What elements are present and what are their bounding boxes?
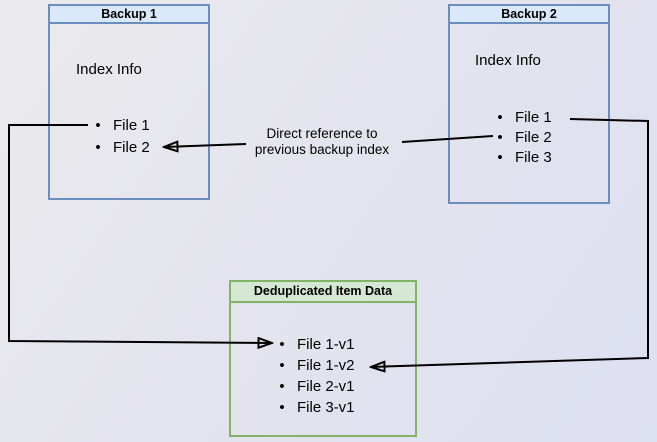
- list-item-label: File 1: [113, 116, 150, 134]
- bullet-icon: •: [279, 378, 285, 395]
- bullet-icon: •: [497, 148, 503, 166]
- bullet-icon: •: [497, 108, 503, 126]
- list-item-label: File 2: [515, 128, 552, 146]
- edge-label-direct-reference: Direct reference to previous backup inde…: [254, 126, 390, 157]
- node-backup1: Backup 1 Index Info • File 1 • File 2: [48, 4, 210, 200]
- list-item: • File 2: [91, 136, 150, 158]
- list-item: • File 1-v1: [275, 334, 355, 355]
- node-backup1-file-list: • File 1 • File 2: [91, 114, 150, 158]
- bullet-icon: •: [279, 336, 285, 353]
- list-item: • File 3: [493, 147, 552, 167]
- list-item: • File 1: [493, 107, 552, 127]
- node-backup2-subtitle: Index Info: [475, 52, 541, 69]
- list-item-label: File 3-v1: [297, 399, 355, 416]
- list-item-label: File 1-v2: [297, 357, 355, 374]
- node-backup2-header: Backup 2: [450, 6, 608, 24]
- node-dedup: Deduplicated Item Data • File 1-v1 • Fil…: [229, 280, 417, 437]
- node-backup2-file-list: • File 1 • File 2 • File 3: [493, 107, 552, 167]
- list-item-label: File 1-v1: [297, 336, 355, 353]
- list-item-label: File 2: [113, 138, 150, 156]
- bullet-icon: •: [497, 128, 503, 146]
- list-item: • File 3-v1: [275, 397, 355, 418]
- node-backup1-title: Backup 1: [101, 7, 157, 21]
- node-backup1-subtitle: Index Info: [76, 61, 142, 78]
- node-backup1-header: Backup 1: [50, 6, 208, 24]
- list-item-label: File 1: [515, 108, 552, 126]
- bullet-icon: •: [95, 116, 101, 134]
- list-item: • File 1-v2: [275, 355, 355, 376]
- list-item-label: File 2-v1: [297, 378, 355, 395]
- list-item: • File 1: [91, 114, 150, 136]
- bullet-icon: •: [95, 138, 101, 156]
- bullet-icon: •: [279, 399, 285, 416]
- node-dedup-header: Deduplicated Item Data: [231, 282, 415, 303]
- node-backup2: Backup 2 Index Info • File 1 • File 2 • …: [448, 4, 610, 204]
- bullet-icon: •: [279, 357, 285, 374]
- node-dedup-file-list: • File 1-v1 • File 1-v2 • File 2-v1 • Fi…: [275, 334, 355, 418]
- list-item-label: File 3: [515, 148, 552, 166]
- list-item: • File 2: [493, 127, 552, 147]
- node-dedup-title: Deduplicated Item Data: [253, 284, 393, 298]
- node-backup2-title: Backup 2: [501, 7, 557, 21]
- list-item: • File 2-v1: [275, 376, 355, 397]
